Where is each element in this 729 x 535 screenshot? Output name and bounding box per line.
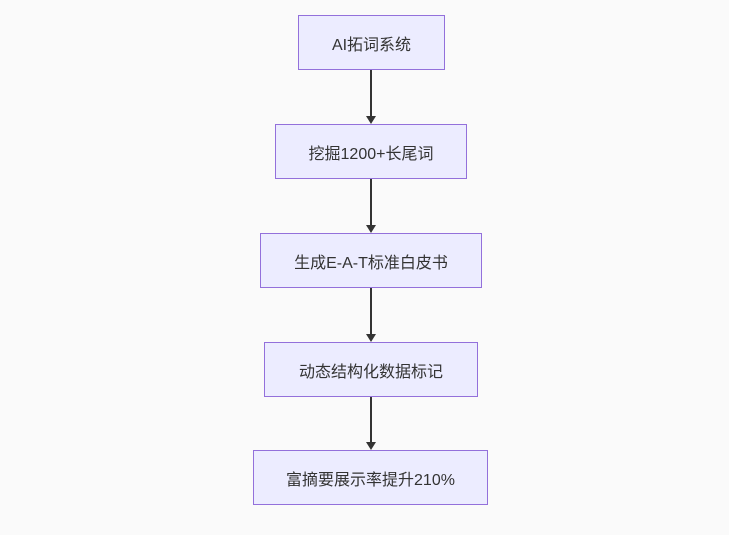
arrow-line bbox=[370, 179, 372, 225]
arrowhead-down-icon bbox=[366, 225, 376, 233]
node-label: 挖掘1200+长尾词 bbox=[308, 145, 434, 163]
node-label: 动态结构化数据标记 bbox=[298, 363, 443, 381]
node-rich-snippet-rate-increase: 富摘要展示率提升210% bbox=[253, 450, 488, 505]
arrowhead-down-icon bbox=[366, 116, 376, 124]
arrowhead-down-icon bbox=[366, 334, 376, 342]
flow-arrow-c-to-d bbox=[366, 288, 376, 342]
flow-arrow-b-to-c bbox=[366, 179, 376, 233]
arrow-line bbox=[370, 288, 372, 334]
node-generate-eat-whitepaper: 生成E-A-T标准白皮书 bbox=[260, 233, 482, 288]
arrow-line bbox=[370, 70, 372, 116]
node-label: 富摘要展示率提升210% bbox=[286, 471, 455, 489]
node-dynamic-structured-data-markup: 动态结构化数据标记 bbox=[264, 342, 478, 397]
node-label: 生成E-A-T标准白皮书 bbox=[294, 254, 448, 272]
node-ai-keyword-expansion-system: AI拓词系统 bbox=[298, 15, 445, 70]
arrowhead-down-icon bbox=[366, 442, 376, 450]
node-mine-longtail-keywords: 挖掘1200+长尾词 bbox=[275, 124, 467, 179]
flow-arrow-d-to-e bbox=[366, 397, 376, 450]
node-label: AI拓词系统 bbox=[331, 36, 412, 54]
flow-arrow-a-to-b bbox=[366, 70, 376, 124]
arrow-line bbox=[370, 397, 372, 442]
